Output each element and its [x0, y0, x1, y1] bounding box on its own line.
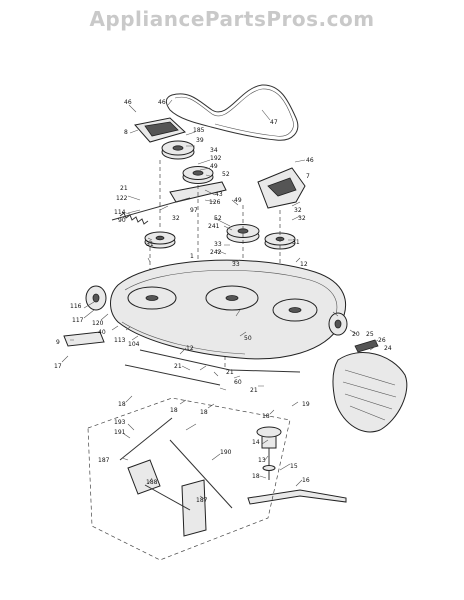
callout-104: 104 [128, 341, 140, 348]
callout-60: 60 [234, 379, 242, 386]
callout-26: 26 [378, 337, 386, 344]
callout-8: 8 [124, 129, 128, 136]
callout-31: 31 [292, 239, 300, 246]
callout-9: 9 [56, 339, 60, 346]
callout-18: 18 [118, 401, 126, 408]
callout-193: 193 [114, 419, 126, 426]
discharge-chute [332, 339, 408, 433]
hanger-bracket [181, 479, 207, 537]
callout-32: 32 [294, 207, 302, 214]
callout-12: 12 [300, 261, 308, 268]
callout-97: 97 [190, 207, 198, 214]
callout-116: 116 [70, 303, 82, 310]
callout-52: 52 [222, 171, 230, 178]
callout-50: 50 [244, 335, 252, 342]
callout-1: 1 [190, 253, 194, 260]
callout-32: 32 [172, 215, 180, 222]
callout-12: 12 [186, 345, 194, 352]
callout-90: 90 [118, 217, 126, 224]
front-bracket [63, 331, 105, 347]
callout-49: 49 [234, 197, 242, 204]
callout-46: 46 [158, 99, 166, 106]
callout-187: 187 [196, 497, 208, 504]
gauge-wheel-left [85, 285, 107, 311]
callout-21: 21 [120, 185, 128, 192]
callout-46: 46 [306, 157, 314, 164]
callout-25: 25 [366, 331, 374, 338]
lift-arm-plate [127, 459, 161, 495]
callout-113: 113 [114, 337, 126, 344]
callout-191: 191 [114, 429, 126, 436]
pulley-spindle-left [144, 231, 176, 249]
callout-241: 241 [208, 223, 220, 230]
callout-20: 20 [352, 331, 360, 338]
callout-18: 18 [170, 407, 178, 414]
callout-34: 34 [210, 147, 218, 154]
header: AppliancePartsPros.com [0, 0, 464, 40]
callout-17: 17 [54, 363, 62, 370]
callout-32: 32 [298, 215, 306, 222]
callout-117: 117 [72, 317, 84, 324]
spindle-assembly [256, 426, 282, 480]
callout-120: 120 [92, 320, 104, 327]
callout-39: 39 [196, 137, 204, 144]
callout-114: 114 [114, 209, 126, 216]
callout-43: 43 [215, 191, 223, 198]
callout-187: 187 [98, 457, 110, 464]
drive-belt [165, 84, 299, 141]
callout-46: 46 [124, 99, 132, 106]
callout-33: 33 [214, 241, 222, 248]
callout-18: 18 [252, 473, 260, 480]
callout-47: 47 [270, 119, 278, 126]
lift-link-front [139, 349, 301, 373]
gauge-wheel-right [328, 312, 348, 336]
watermark-text: AppliancePartsPros.com [89, 7, 375, 31]
callout-14: 14 [252, 439, 260, 446]
callout-7: 7 [306, 173, 310, 180]
callout-52: 52 [214, 215, 222, 222]
mower-blade [247, 489, 347, 505]
callout-31: 31 [146, 241, 154, 248]
callout-188: 188 [146, 479, 158, 486]
linkage-detail-outline [87, 397, 291, 561]
callout-21: 21 [226, 369, 234, 376]
pulley-idler-lower [182, 166, 214, 184]
lift-arm-lower [119, 417, 173, 461]
callout-21: 21 [250, 387, 258, 394]
callout-18: 18 [200, 409, 208, 416]
callout-185: 185 [193, 127, 205, 134]
callout-21: 21 [174, 363, 182, 370]
callout-13: 13 [258, 457, 266, 464]
callout-16: 16 [302, 477, 310, 484]
callout-18: 18 [262, 413, 270, 420]
callout-49: 49 [210, 163, 218, 170]
pulley-idler-upper [161, 140, 195, 160]
mower-deck-exploded-diagram: 46 46 47 8 185 39 34 192 49 52 21 122 11… [54, 84, 408, 561]
callout-40: 40 [98, 329, 106, 336]
mower-deck [110, 259, 347, 360]
callout-192: 192 [210, 155, 222, 162]
spring [119, 212, 149, 225]
callout-242: 242 [210, 249, 222, 256]
callout-190: 190 [220, 449, 232, 456]
callout-126: 126 [209, 199, 221, 206]
callout-122: 122 [116, 195, 128, 202]
callout-24: 24 [384, 345, 392, 352]
callout-19: 19 [302, 401, 310, 408]
callout-15: 15 [290, 463, 298, 470]
callout-33: 33 [232, 261, 240, 268]
lift-link-rear [124, 364, 221, 386]
